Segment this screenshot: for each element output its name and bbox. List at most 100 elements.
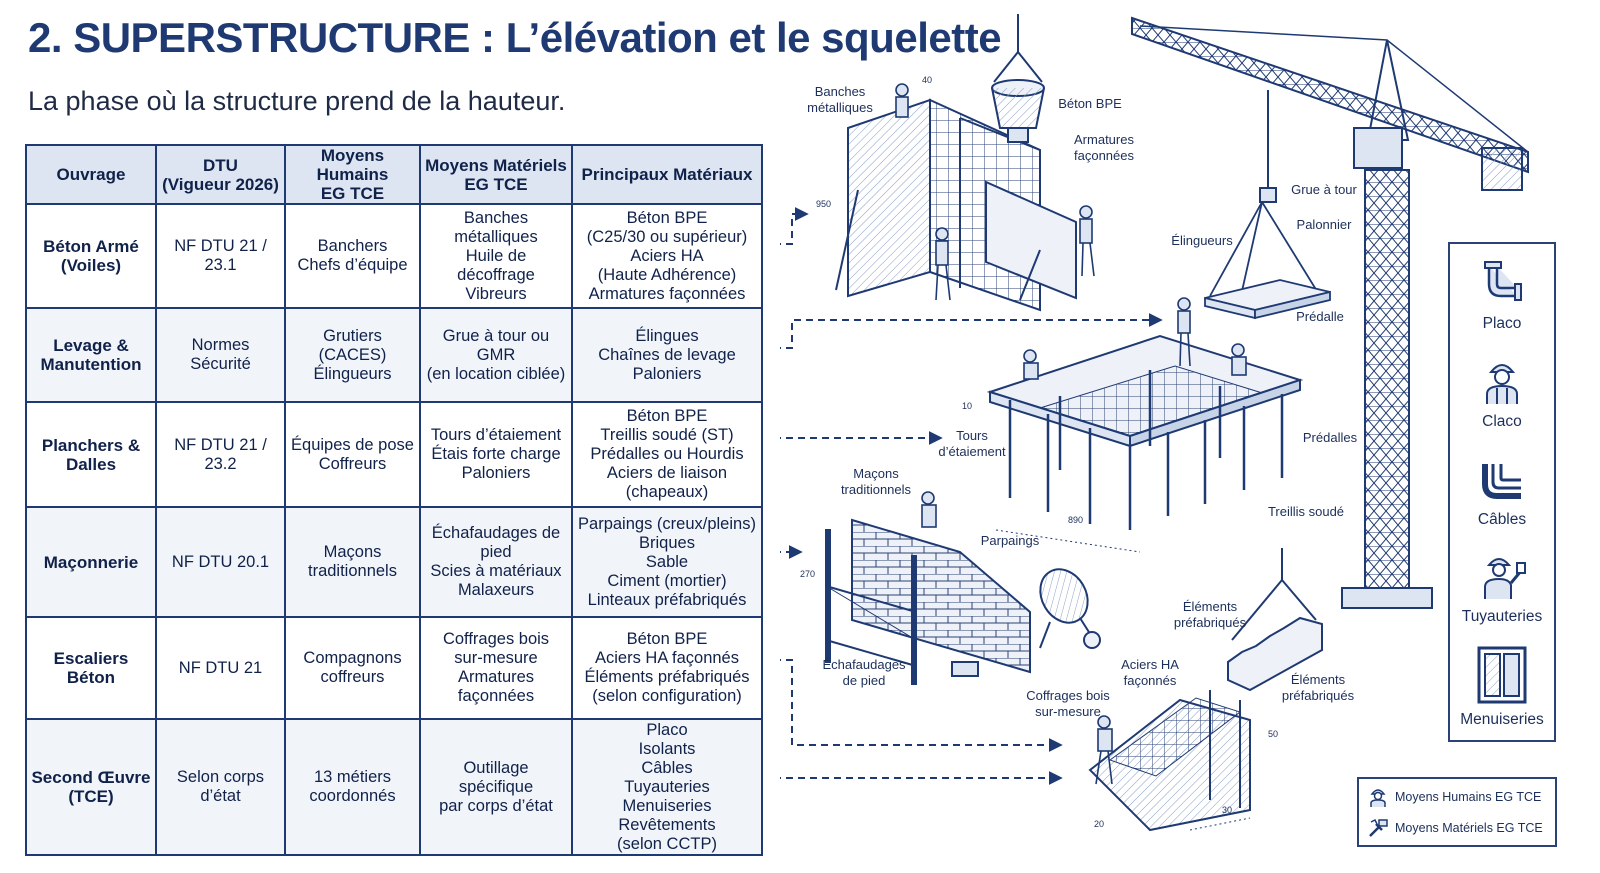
cell-ouvrage: Levage & Manutention <box>25 307 157 403</box>
table-row: Béton Armé (Voiles) NF DTU 21 / 23.1 Ban… <box>25 203 763 309</box>
cables-icon <box>1482 464 1521 499</box>
worker-figure <box>921 491 937 528</box>
cell-ouvrage: Béton Armé (Voiles) <box>25 203 157 309</box>
panel-item-label: Tuyauteries <box>1461 608 1543 625</box>
worker-figure <box>935 227 951 301</box>
cell-materiels: Coffrages bois sur-mesure Armatures faço… <box>419 616 573 720</box>
cell-dtu: NF DTU 21 <box>155 616 286 720</box>
worker-figure <box>1177 297 1191 367</box>
cell-humains: 13 métiers coordonnés <box>284 718 421 856</box>
dimension-mark: 270 <box>800 569 816 579</box>
table-row: Second Œuvre (TCE) Selon corps d’état 13… <box>25 718 763 856</box>
panel-item-label: Claco <box>1482 413 1522 430</box>
label-beton-bpe: Béton BPE <box>1058 96 1122 111</box>
table-row: Levage & Manutention Normes Sécurité Gru… <box>25 307 763 403</box>
plasterer-icon <box>1484 558 1526 599</box>
panel-item-label: Placo <box>1482 315 1522 332</box>
cell-dtu: NF DTU 20.1 <box>155 506 286 618</box>
label-palonnier: Palonnier <box>1296 217 1352 232</box>
table-header-row: Ouvrage DTU (Vigueur 2026) Moyens Humain… <box>25 144 763 205</box>
pipe-icon <box>1484 261 1522 301</box>
page-title: 2. SUPERSTRUCTURE : L’élévation et le sq… <box>28 14 1002 61</box>
label-echafaudages: Échafaudages de pied <box>822 657 906 688</box>
cell-materiaux: Béton BPE (C25/30 ou supérieur) Aciers H… <box>571 203 763 309</box>
table-row: Escaliers Béton NF DTU 21 Compagnons cof… <box>25 616 763 720</box>
label-parpaings: Parpaings <box>980 533 1040 548</box>
banches-formwork <box>835 98 1077 312</box>
dimension-mark: 890 <box>1068 515 1084 525</box>
legend-label: Moyens Matériels EG TCE <box>1395 821 1543 835</box>
stair-formwork <box>1088 690 1251 832</box>
second-oeuvre-panel: Placo Claco Câbles Tuyauteries <box>1448 242 1556 742</box>
cell-materiaux: Béton BPE Aciers HA façonnés Éléments pr… <box>571 616 763 720</box>
cell-dtu: Normes Sécurité <box>155 307 286 403</box>
panel-item-label: Câbles <box>1477 511 1527 528</box>
header-dtu: DTU (Vigueur 2026) <box>155 144 286 205</box>
header-moyens-materiels: Moyens Matériels EG TCE <box>419 144 573 205</box>
dimension-mark: 950 <box>816 199 832 209</box>
cell-materiaux: Élingues Chaînes de levage Paloniers <box>571 307 763 403</box>
page-subtitle: La phase où la structure prend de la hau… <box>28 86 566 116</box>
cell-materiels: Banches métalliques Huile de décoffrage … <box>419 203 573 309</box>
label-banches: Banches métalliques <box>807 84 873 115</box>
worker-icon <box>1370 789 1386 807</box>
legend-item-humains: Moyens Humains EG TCE <box>1367 785 1541 809</box>
workers <box>895 83 1247 785</box>
label-treillis: Treillis soudé <box>1267 504 1345 519</box>
label-tours: Tours d’étaiement <box>938 428 1006 459</box>
cell-ouvrage: Escaliers Béton <box>25 616 157 720</box>
panel-item-label: Menuiseries <box>1460 711 1544 728</box>
table-row: Planchers & Dalles NF DTU 21 / 23.2 Équi… <box>25 401 763 508</box>
concrete-bucket <box>991 14 1045 143</box>
header-ouvrage: Ouvrage <box>25 144 157 205</box>
header-moyens-humains: Moyens Humains EG TCE <box>284 144 421 205</box>
table-row: Maçonnerie NF DTU 20.1 Maçons traditionn… <box>25 506 763 618</box>
cell-materiaux: Parpaings (creux/pleins) Briques Sable C… <box>571 506 763 618</box>
header-materiaux: Principaux Matériaux <box>571 144 763 205</box>
cell-humains: Équipes de pose Coffreurs <box>284 401 421 508</box>
legend-label: Moyens Humains EG TCE <box>1395 790 1542 804</box>
dimension-mark: 40 <box>922 75 933 85</box>
label-coffrages: Coffrages bois sur-mesure <box>1026 688 1110 719</box>
precast-stair <box>1227 548 1323 692</box>
label-macons: Maçons traditionnels <box>840 466 912 497</box>
construction-illustration <box>780 14 1529 832</box>
cell-dtu: NF DTU 21 / 23.1 <box>155 203 286 309</box>
cell-humains: Compagnons coffreurs <box>284 616 421 720</box>
cell-materiels: Échafaudages de pied Scies à matériaux M… <box>419 506 573 618</box>
tower-crane <box>1131 16 1529 609</box>
slab-on-shoring <box>986 334 1304 553</box>
label-predalle: Prédalle <box>1296 309 1344 324</box>
cell-materiels: Outillage spécifique par corps d’état <box>419 718 573 856</box>
cell-materiels: Grue à tour ou GMR (en location ciblée) <box>419 307 573 403</box>
window-icon <box>1477 646 1527 704</box>
label-elingueurs: Élingueurs <box>1171 233 1233 248</box>
panel-item-menuiseries: Menuiseries <box>1450 644 1554 729</box>
concrete-mixer <box>1039 568 1101 649</box>
legend: Moyens Humains EG TCE Moyens Matériels E… <box>1357 777 1557 847</box>
label-elements-1: Éléments préfabriqués <box>1173 599 1247 630</box>
cell-humains: Banchers Chefs d’équipe <box>284 203 421 309</box>
label-aciers-ha: Aciers HA façonnés <box>1121 657 1179 688</box>
worker-figure <box>1095 715 1113 785</box>
label-grue: Grue à tour <box>1291 182 1357 197</box>
dimension-mark: 50 <box>1268 729 1279 739</box>
masonry-wall <box>825 518 1031 685</box>
superstructure-table: Ouvrage DTU (Vigueur 2026) Moyens Humain… <box>25 144 763 856</box>
label-armatures: Armatures façonnées <box>1074 132 1134 163</box>
worker-figure <box>1023 349 1039 380</box>
panel-item-placo: Placo <box>1450 258 1554 333</box>
panel-item-claco: Claco <box>1450 356 1554 431</box>
worker-figure <box>1231 343 1247 376</box>
label-elements-2: Éléments préfabriqués <box>1281 672 1355 703</box>
cell-dtu: NF DTU 21 / 23.2 <box>155 401 286 508</box>
cell-materiels: Tours d’étaiement Étais forte charge Pal… <box>419 401 573 508</box>
worker-icon <box>1486 364 1518 404</box>
cell-dtu: Selon corps d’état <box>155 718 286 856</box>
cell-humains: Maçons traditionnels <box>284 506 421 618</box>
dimension-mark: 20 <box>1094 819 1105 829</box>
lifted-predalle <box>1204 201 1331 320</box>
legend-item-materiels: Moyens Matériels EG TCE <box>1367 816 1543 840</box>
cell-humains: Grutiers (CACES) Élingueurs <box>284 307 421 403</box>
panel-item-cables: Câbles <box>1450 454 1554 529</box>
